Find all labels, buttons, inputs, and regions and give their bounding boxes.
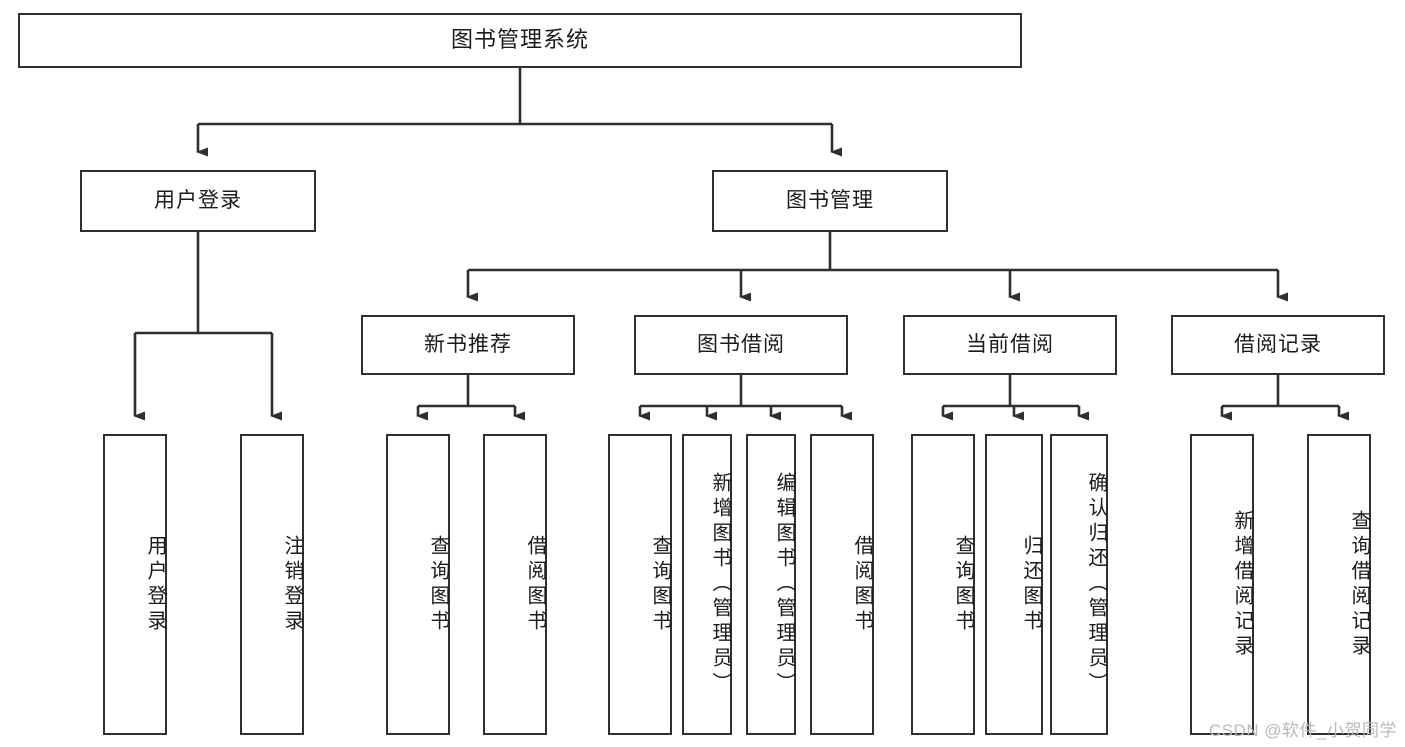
leaf-edit-book-label: 编辑图书（管理员）: [773, 472, 795, 697]
leaf-query-record-label: 查询借阅记录: [1348, 509, 1370, 660]
leaf-user-logout[interactable]: 注销登录: [240, 434, 304, 735]
node-book-manage[interactable]: 图书管理: [712, 170, 948, 232]
leaf-query-book-rec[interactable]: 查询图书: [386, 434, 450, 735]
watermark: CSDN @软件_小贺同学: [1208, 721, 1397, 740]
node-book-borrow[interactable]: 图书借阅: [634, 315, 848, 375]
leaf-edit-book[interactable]: 编辑图书（管理员）: [746, 434, 796, 735]
node-book-borrow-label: 图书借阅: [697, 333, 785, 357]
leaf-query-book-br[interactable]: 查询图书: [608, 434, 672, 735]
leaf-borrow-book-rec[interactable]: 借阅图书: [483, 434, 547, 735]
leaf-add-book[interactable]: 新增图书（管理员）: [682, 434, 732, 735]
leaf-return-book-label: 归还图书: [1020, 534, 1042, 635]
leaf-borrow-book-rec-label: 借阅图书: [524, 534, 546, 635]
node-new-book-rec-label: 新书推荐: [424, 333, 512, 357]
leaf-query-book-cb-label: 查询图书: [952, 534, 974, 635]
node-root-label: 图书管理系统: [450, 27, 589, 53]
node-current-borrow[interactable]: 当前借阅: [903, 315, 1117, 375]
leaf-query-record[interactable]: 查询借阅记录: [1307, 434, 1371, 735]
leaf-user-login-label: 用户登录: [144, 534, 166, 635]
leaf-return-book[interactable]: 归还图书: [985, 434, 1043, 735]
leaf-confirm-return[interactable]: 确认归还（管理员）: [1050, 434, 1108, 735]
node-new-book-rec[interactable]: 新书推荐: [361, 315, 575, 375]
leaf-user-logout-label: 注销登录: [281, 534, 303, 635]
node-user-login-label: 用户登录: [154, 189, 242, 213]
leaf-add-record[interactable]: 新增借阅记录: [1190, 434, 1254, 735]
leaf-user-login[interactable]: 用户登录: [103, 434, 167, 735]
node-root[interactable]: 图书管理系统: [18, 13, 1022, 68]
leaf-add-record-label: 新增借阅记录: [1231, 509, 1253, 660]
node-book-manage-label: 图书管理: [786, 189, 874, 213]
leaf-confirm-return-label: 确认归还（管理员）: [1085, 472, 1107, 697]
node-borrow-record-label: 借阅记录: [1234, 333, 1322, 357]
leaf-borrow-book-br[interactable]: 借阅图书: [810, 434, 874, 735]
leaf-query-book-br-label: 查询图书: [649, 534, 671, 635]
leaf-query-book-cb[interactable]: 查询图书: [911, 434, 975, 735]
node-borrow-record[interactable]: 借阅记录: [1171, 315, 1385, 375]
leaf-query-book-rec-label: 查询图书: [427, 534, 449, 635]
leaf-add-book-label: 新增图书（管理员）: [709, 472, 731, 697]
leaf-borrow-book-br-label: 借阅图书: [851, 534, 873, 635]
node-user-login[interactable]: 用户登录: [80, 170, 316, 232]
node-current-borrow-label: 当前借阅: [966, 333, 1054, 357]
